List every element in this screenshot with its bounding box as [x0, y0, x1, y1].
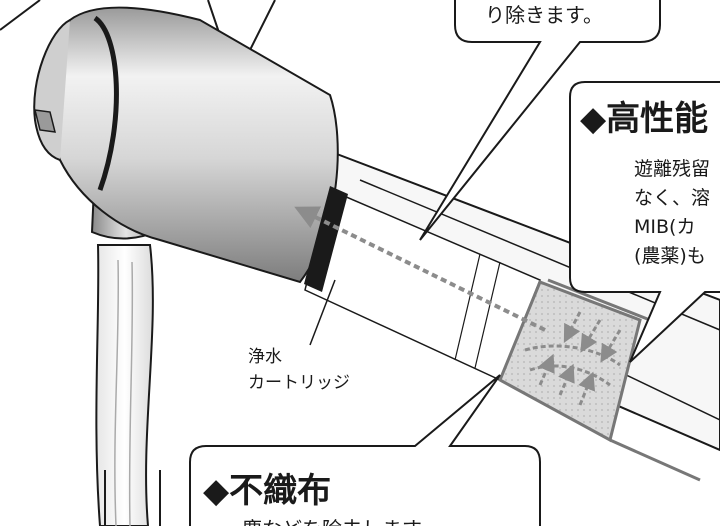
high-perf-callout-box — [569, 81, 720, 363]
high-perf-line-3: MIB(カ — [634, 216, 695, 238]
top-callout-box — [419, 0, 661, 241]
pointer-line-left — [0, 0, 41, 31]
cartridge-label-line-1: 浄水 — [248, 347, 282, 367]
main-flow-arrow — [294, 206, 546, 332]
nonwoven-callout-box — [189, 374, 541, 526]
callout-bottom-edge — [104, 470, 161, 526]
high-perf-line-1: 遊離残留 — [634, 158, 710, 180]
high-perf-line-4: (農薬)も — [634, 245, 706, 267]
water-stream — [95, 244, 154, 526]
faucet-head — [46, 6, 339, 284]
high-perf-title: ◆高性能 — [580, 99, 708, 139]
top-callout-text: り除きます。 — [485, 3, 603, 27]
water-stream-highlight — [114, 259, 134, 526]
flow-arrows — [524, 311, 622, 406]
cartridge-label-line-2: カートリッジ — [248, 373, 350, 393]
cartridge-segment-lines — [454, 253, 501, 369]
faucet-tip — [34, 109, 56, 133]
faucet-head-ring — [93, 15, 119, 191]
high-perf-line-2: なく、溶 — [634, 187, 710, 209]
cartridge-cap — [304, 186, 348, 292]
cartridge-pointer — [309, 279, 336, 346]
nonwoven-body: 塵などを除去します — [242, 517, 422, 526]
nonwoven-title: ◆不織布 — [203, 471, 331, 511]
